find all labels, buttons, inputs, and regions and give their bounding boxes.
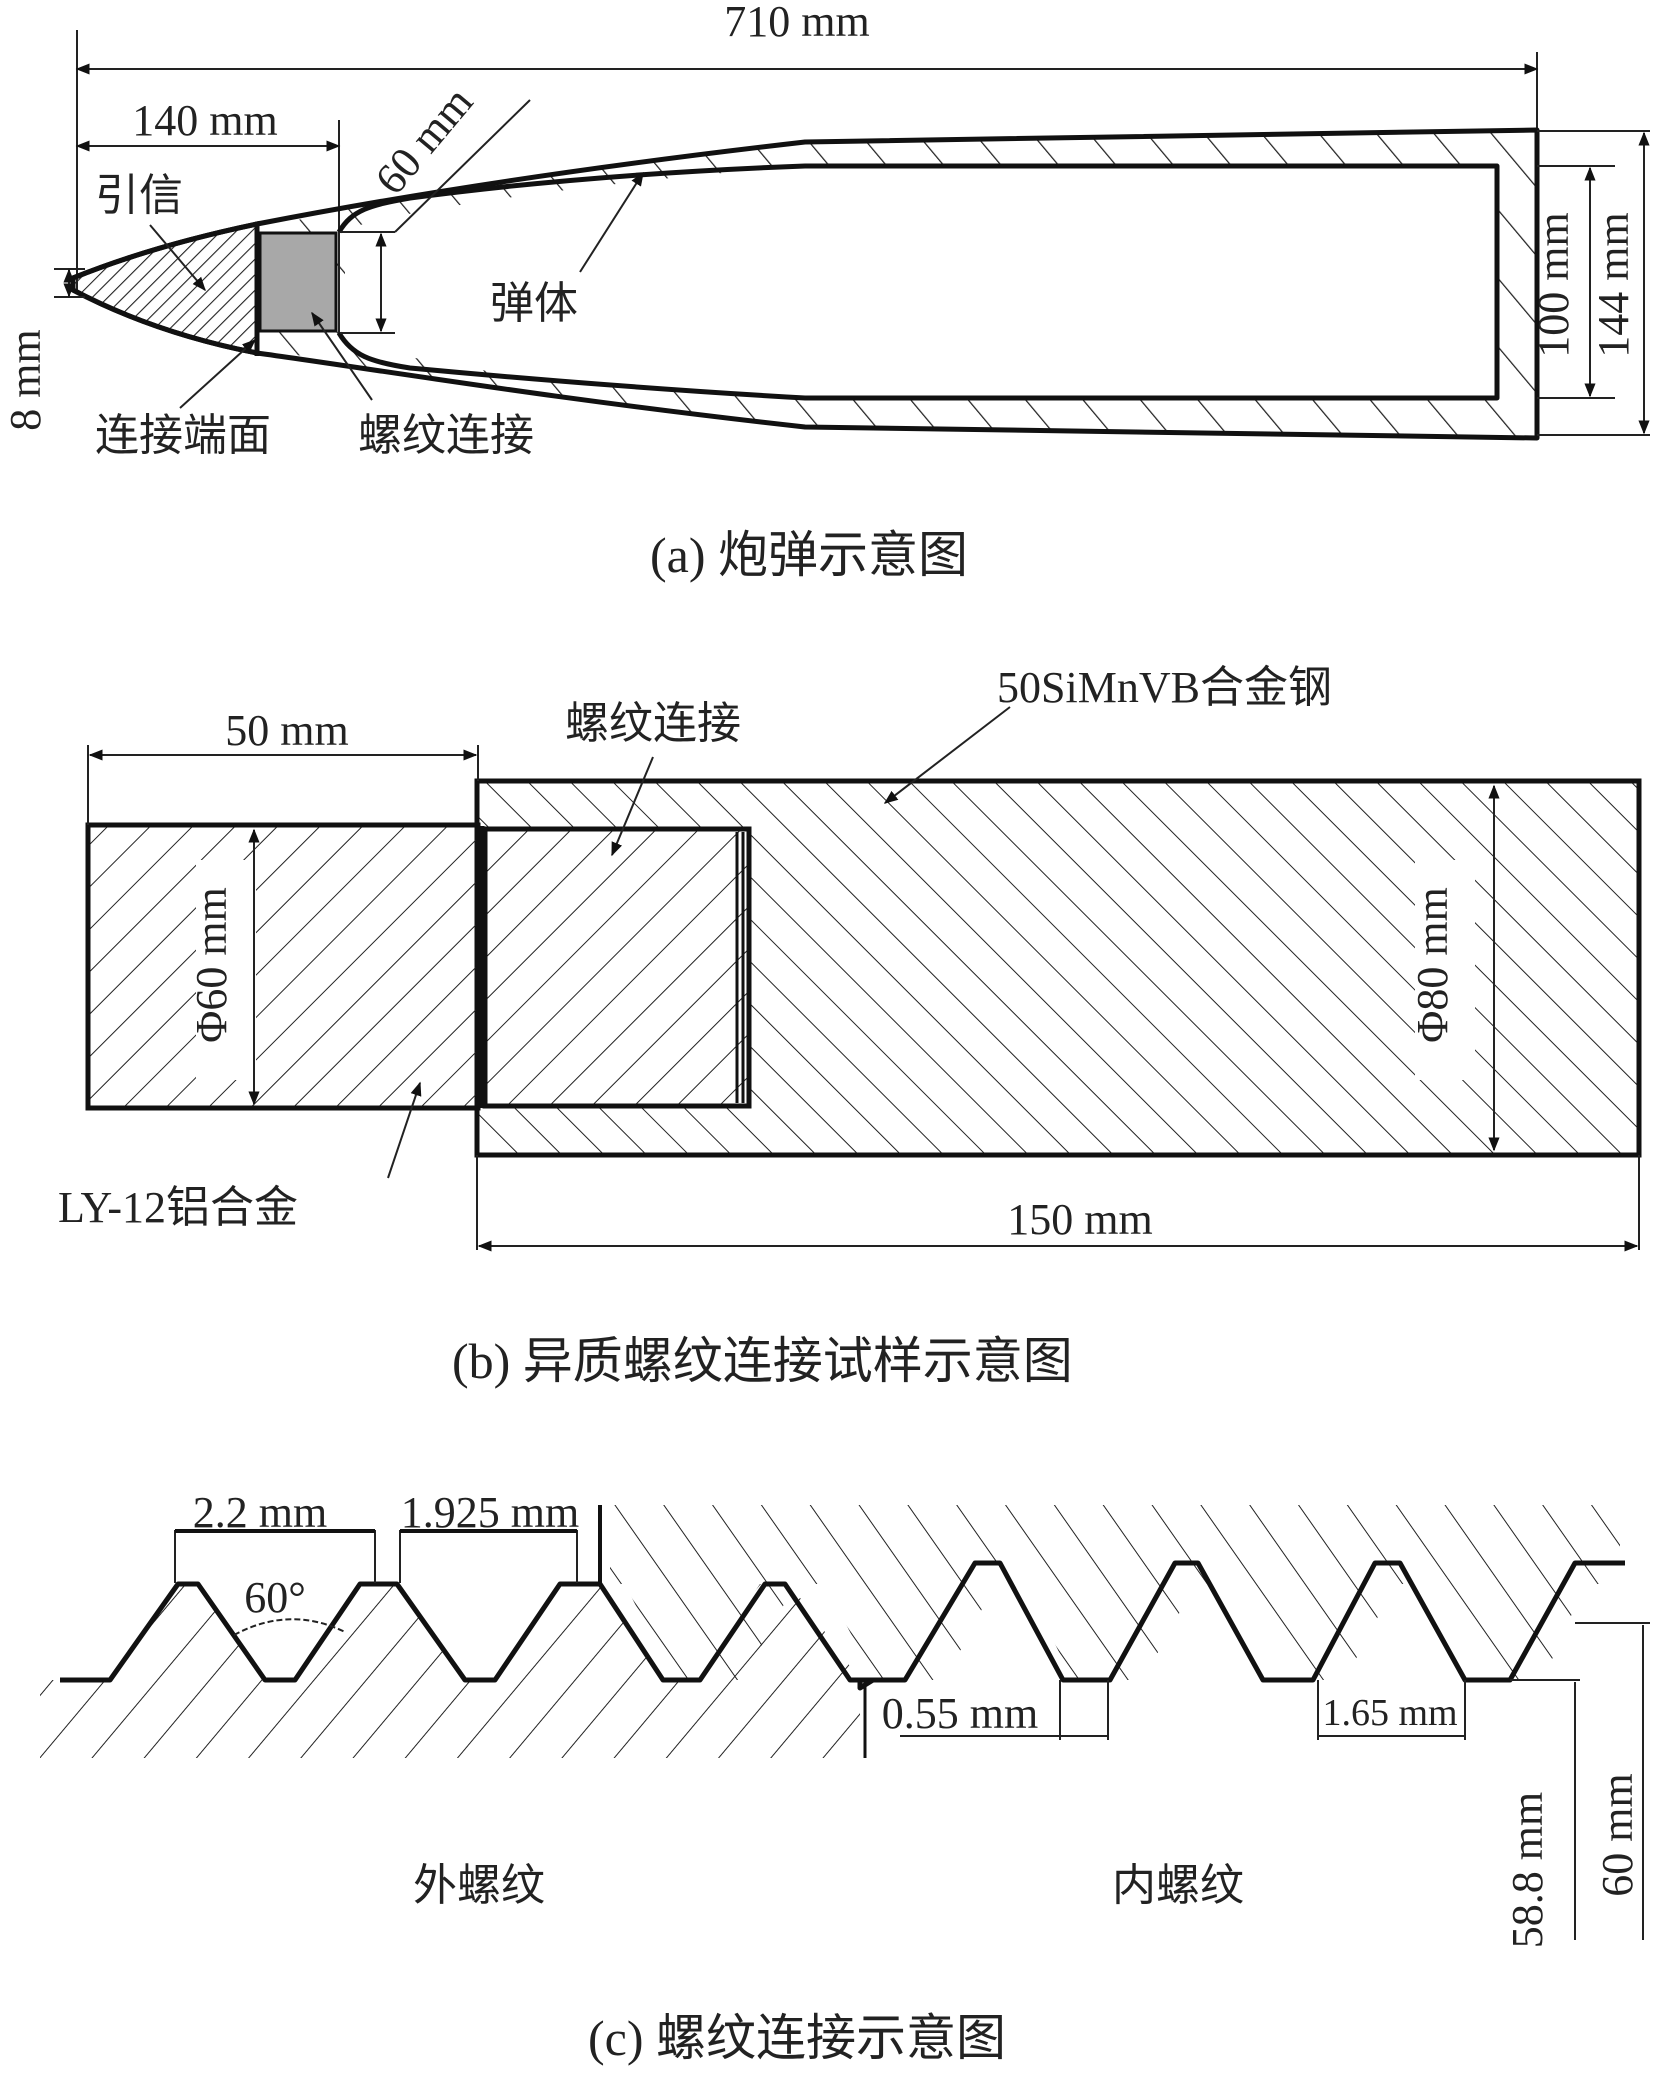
panel-c-caption: (c) 螺纹连接示意图 [588,2010,1006,2066]
aluminum-leader [387,1081,422,1179]
minor-diameter-label: 58.8 mm [1503,1792,1552,1948]
outer-diameter-label: 144 mm [1589,212,1638,357]
thread-connection-leader-b [611,756,654,857]
aluminum-cylinder [85,822,481,1111]
tip-diameter-label: 8 mm [1,329,50,430]
thread-connection-leader-a [311,311,373,401]
angle-label: 60° [244,1573,306,1622]
panel-a-caption: (a) 炮弹示意图 [650,527,968,583]
panel-a-shell-diagram: 710 mm 140 mm 8 mm 60 mm 100 mm [1,0,1650,583]
body-leader [579,171,644,273]
fuse-length-label: 140 mm [132,96,277,145]
panel-b-specimen-diagram: 50 mm Φ60 mm Φ80 mm 150 mm 螺纹连接 50SiMnVB… [58,663,1642,1389]
external-thread-label: 外螺纹 [413,1861,545,1910]
thread-connection-label-b: 螺纹连接 [565,699,741,748]
thread-connection-block [258,231,338,333]
aluminum-label: LY-12铝合金 [58,1183,298,1232]
pitch-label: 2.2 mm [193,1488,327,1537]
al-diameter-label: Φ60 mm [187,887,236,1043]
angle-arc [233,1618,346,1636]
internal-thread-hatch [600,1505,1620,1680]
thread-diameter-leader [394,99,531,233]
steel-length-label: 150 mm [1007,1195,1152,1244]
fuse-label: 引信 [95,171,183,220]
steel-leader [883,706,1011,804]
al-diameter-label-bg [196,860,256,1080]
inner-diameter-label: 100 mm [1529,212,1578,357]
internal-thread-label: 内螺纹 [1112,1861,1244,1910]
internal-thread-profile [857,1560,1625,1691]
body-label: 弹体 [490,279,578,328]
connection-face-label: 连接端面 [95,411,271,460]
panel-c-thread-diagram: 2.2 mm 1.925 mm 60° 0.55 mm 1.65 mm 58.8… [40,1488,1650,2066]
shell-cavity [345,166,1497,398]
steel-diameter-label-bg [1415,860,1475,1080]
thread-diameter-label: 60 mm [365,78,482,204]
crest-gap-label: 1.925 mm [401,1488,579,1537]
external-thread-profile [60,1581,580,1683]
mask [600,1500,610,1590]
major-diameter-label: 60 mm [1593,1773,1642,1896]
root-flat-label: 0.55 mm [882,1689,1038,1738]
external-thread-hatch [40,1584,860,1758]
fuse-leader [149,224,206,292]
thread-mesh-profile [580,1581,873,1683]
steel-label: 50SiMnVB合金钢 [997,663,1332,712]
total-length-label: 710 mm [724,0,869,46]
panel-b-caption: (b) 异质螺纹连接试样示意图 [452,1333,1073,1389]
thread-insert [482,826,752,1109]
al-length-label: 50 mm [225,706,348,755]
root-width-label: 1.65 mm [1322,1692,1457,1734]
thread-connection-label-a: 螺纹连接 [358,411,534,460]
steel-diameter-label: Φ80 mm [1408,887,1457,1043]
connection-face-leader [179,339,257,409]
thread-label-bg [550,700,780,752]
shell-inner-outline [336,163,1500,401]
